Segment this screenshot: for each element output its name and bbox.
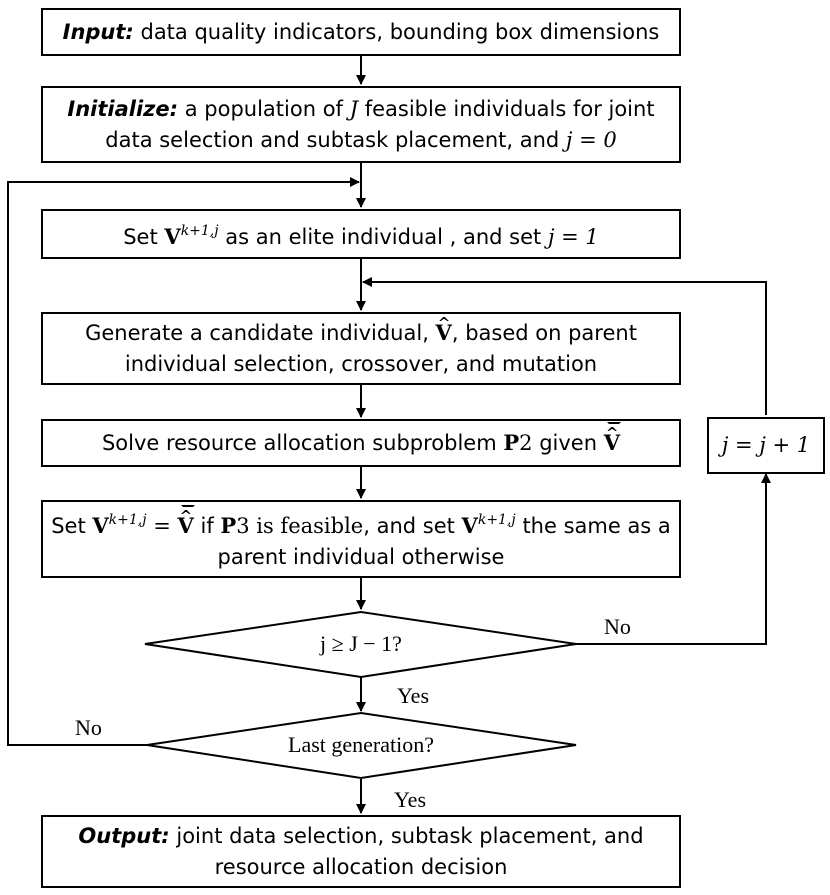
generate-text-b: , based on parent individual selection, …	[124, 321, 637, 376]
solve-num: 2	[519, 431, 533, 455]
elite-superscript: k+1,j	[180, 222, 219, 239]
solve-var-Vhat: ^V	[604, 422, 622, 458]
input-text: data quality indicators, bounding box di…	[133, 19, 660, 44]
elite-box: Set Vk+1,j as an elite individual , and …	[41, 209, 681, 259]
setv-var-P: P	[220, 513, 237, 538]
setv-eq: =	[146, 514, 178, 538]
initialize-label: Initialize:	[67, 96, 179, 121]
setv-text-b: if	[193, 514, 221, 538]
initialize-var-J: J	[349, 96, 359, 121]
setv-superscript-2: k+1,j	[477, 512, 516, 528]
setv-var-V: V	[92, 513, 109, 538]
decision-check-j-text: j ≥ J − 1?	[320, 631, 402, 656]
setv-var-Vhat: ^V	[178, 505, 195, 541]
initialize-text-b: feasible individuals for joint data sele…	[105, 96, 655, 152]
decision-last-gen-shape	[146, 711, 577, 780]
output-label: Output:	[78, 823, 170, 848]
generate-text-a: Generate a candidate individual,	[85, 321, 436, 345]
increment-eq: j = j + 1	[721, 433, 811, 457]
hat-accent-icon: ^	[179, 507, 193, 525]
edge-label-no-1: No	[604, 614, 631, 639]
elite-var-V: V	[164, 223, 181, 249]
hat-accent-icon: ^	[605, 424, 619, 442]
output-box: Output: joint data selection, subtask pl…	[41, 815, 681, 888]
solve-text-a: Solve resource allocation subproblem	[101, 431, 504, 455]
input-box: Input: data quality indicators, bounding…	[41, 8, 681, 56]
arrow-last-no-to-loop	[7, 177, 360, 746]
elite-text-a: Set	[123, 224, 165, 249]
solve-box: Solve resource allocation subproblem P2 …	[41, 419, 681, 467]
solve-var-P: P	[503, 430, 520, 455]
edge-label-no-2: No	[75, 715, 102, 740]
hat-accent-icon: ^	[437, 314, 451, 332]
increment-box: j = j + 1	[707, 417, 825, 474]
setv-num: 3	[236, 514, 250, 538]
decision-last-gen-text: Last generation?	[288, 732, 434, 757]
arrow-increment-to-generate	[362, 277, 767, 415]
setv-superscript: k+1,j	[108, 512, 147, 528]
edge-label-yes-1: Yes	[397, 683, 430, 708]
setv-text-c: is feasible	[249, 514, 364, 538]
solve-text-b: given	[532, 431, 604, 455]
initialize-eq: j = 0	[565, 127, 617, 152]
initialize-box: Initialize: a population of J feasible i…	[41, 86, 681, 163]
setv-text-e: the same as a parent individual otherwis…	[217, 514, 671, 569]
elite-text-b: as an elite individual , and set	[218, 224, 548, 249]
setv-box: Set Vk+1,j = ^V if P3 is feasible, and s…	[41, 500, 681, 578]
arrow-check-no-to-increment	[576, 473, 771, 645]
setv-text-d: , and set	[363, 514, 462, 538]
edge-label-yes-2: Yes	[394, 787, 427, 812]
setv-var-V2: V	[461, 513, 478, 538]
generate-var-Vhat: ^V	[436, 312, 454, 348]
output-text: joint data selection, subtask placement,…	[169, 823, 644, 879]
input-label: Input:	[62, 19, 134, 44]
elite-eq: j = 1	[547, 224, 599, 249]
initialize-text-a: a population of	[178, 96, 350, 121]
decision-check-j-shape	[144, 610, 577, 679]
generate-box: Generate a candidate individual, ^V, bas…	[41, 312, 681, 385]
setv-text-a: Set	[51, 514, 93, 538]
